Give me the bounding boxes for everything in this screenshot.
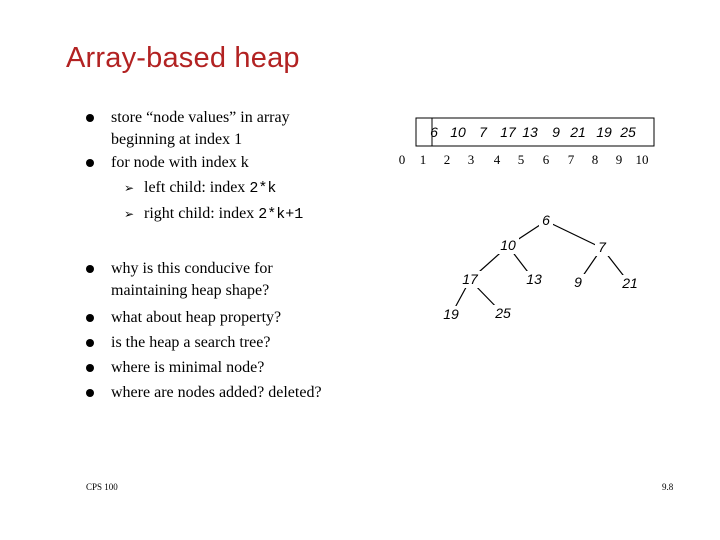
tree-node-bg bbox=[619, 275, 641, 292]
bullet-minimal-node: where is minimal node? bbox=[111, 357, 264, 379]
array-index-label: 5 bbox=[518, 152, 525, 167]
tree-node-bg bbox=[539, 212, 553, 229]
array-index-label: 9 bbox=[616, 152, 623, 167]
bullet-line: where is minimal node? bbox=[111, 359, 265, 376]
tree-edge bbox=[601, 247, 631, 285]
array-index-label: 3 bbox=[468, 152, 475, 167]
bullet-dot bbox=[86, 389, 94, 397]
tree-node-bg bbox=[459, 271, 481, 288]
bullet-heap-shape: why is this conducive for maintaining he… bbox=[111, 258, 273, 302]
tree-node-bg bbox=[497, 237, 519, 254]
array-index-label: 2 bbox=[444, 152, 451, 167]
bullet-nodes-added: where are nodes added? deleted? bbox=[111, 382, 322, 404]
bullet-store-values: store “node values” in array beginning a… bbox=[111, 107, 290, 151]
tree-node: 25 bbox=[494, 305, 511, 321]
bullet-line: for node with index k bbox=[111, 154, 249, 171]
arrow-bullet-icon: ➢ bbox=[124, 181, 135, 195]
tree-edge bbox=[545, 220, 603, 249]
array-index-label: 8 bbox=[592, 152, 599, 167]
array-box bbox=[415, 117, 655, 147]
array-cell-value: 7 bbox=[479, 124, 488, 140]
sub-bullet-label: right child: index bbox=[144, 205, 259, 222]
sub-bullet-code: 2*k+1 bbox=[258, 206, 304, 223]
array-index-label: 1 bbox=[420, 152, 427, 167]
tree-node-bg bbox=[595, 239, 609, 256]
array-cell-value: 10 bbox=[450, 124, 466, 140]
sub-bullet-code: 2*k bbox=[249, 180, 277, 197]
arrow-bullet-icon: ➢ bbox=[124, 207, 135, 221]
tree-edge bbox=[507, 245, 535, 281]
array-cell-value: 19 bbox=[596, 124, 612, 140]
bullet-line: where are nodes added? deleted? bbox=[111, 384, 322, 401]
array-cell-value: 25 bbox=[619, 124, 636, 140]
tree-node: 6 bbox=[542, 212, 550, 228]
bullet-heap-property: what about heap property? bbox=[111, 307, 281, 329]
slide-title: Array-based heap bbox=[66, 42, 300, 74]
tree-node: 19 bbox=[443, 306, 459, 322]
array-index-label: 6 bbox=[543, 152, 550, 167]
tree-node-bg bbox=[571, 274, 585, 291]
array-cell-value: 21 bbox=[569, 124, 586, 140]
tree-node: 9 bbox=[574, 274, 582, 290]
bullet-dot bbox=[86, 159, 94, 167]
sub-bullet-left-child: left child: index 2*k bbox=[144, 177, 276, 200]
tree-node-bg bbox=[523, 271, 545, 288]
tree-edge bbox=[507, 220, 547, 247]
tree-node: 17 bbox=[462, 271, 479, 287]
bullet-line: maintaining heap shape? bbox=[111, 282, 270, 299]
array-index-label: 4 bbox=[494, 152, 501, 167]
bullet-search-tree: is the heap a search tree? bbox=[111, 332, 270, 354]
array-cell-value: 17 bbox=[500, 124, 517, 140]
footer-course: CPS 100 bbox=[86, 482, 118, 492]
footer-page-number: 9.8 bbox=[662, 482, 674, 492]
sub-bullet-label: left child: index bbox=[144, 179, 250, 196]
tree-node-bg bbox=[492, 305, 514, 322]
array-cell-value: 6 bbox=[430, 124, 438, 140]
array-index-label: 0 bbox=[399, 152, 406, 167]
bullet-dot bbox=[86, 114, 94, 122]
array-cell-value: 9 bbox=[552, 124, 560, 140]
bullet-line: what about heap property? bbox=[111, 309, 282, 326]
bullet-line: store “node values” in array bbox=[111, 109, 290, 126]
bullet-line: beginning at index 1 bbox=[111, 131, 243, 148]
bullet-dot bbox=[86, 265, 94, 273]
bullet-dot bbox=[86, 314, 94, 322]
array-index-label: 7 bbox=[568, 152, 575, 167]
bullet-dot bbox=[86, 364, 94, 372]
tree-node: 10 bbox=[500, 237, 516, 253]
array-index-label: 10 bbox=[636, 152, 649, 167]
tree-edge bbox=[469, 279, 504, 315]
bullet-line: is the heap a search tree? bbox=[111, 334, 271, 351]
tree-node: 7 bbox=[598, 239, 607, 255]
tree-node: 13 bbox=[526, 271, 542, 287]
tree-edge bbox=[577, 247, 603, 284]
tree-edge bbox=[469, 245, 509, 281]
bullet-dot bbox=[86, 339, 94, 347]
array-cell-value: 13 bbox=[522, 124, 538, 140]
tree-edge bbox=[450, 279, 471, 316]
bullet-node-index: for node with index k bbox=[111, 152, 249, 174]
bullet-line: why is this conducive for bbox=[111, 260, 273, 277]
tree-node-bg bbox=[440, 306, 462, 323]
sub-bullet-right-child: right child: index 2*k+1 bbox=[144, 203, 303, 226]
tree-node: 21 bbox=[621, 275, 638, 291]
